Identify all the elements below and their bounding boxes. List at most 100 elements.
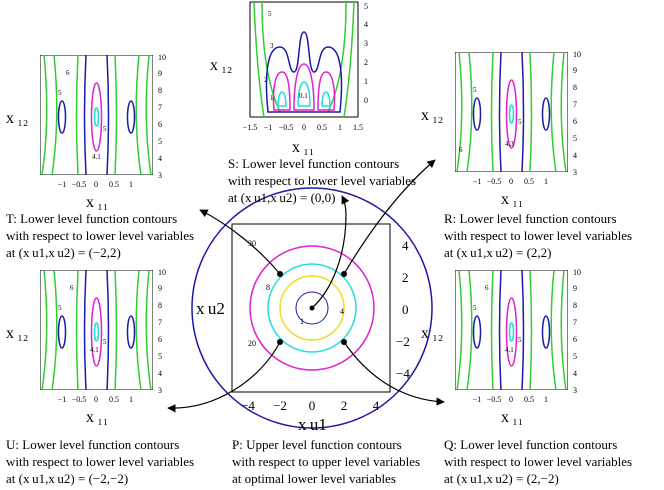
panel-r: 5 6 4.3 5 −1 −0.5 0 0.5 1 3 4 5 6 7 8 9 … — [421, 50, 581, 208]
x-axis-label: x ₁₁ — [292, 139, 314, 156]
y-tick-label: 10 — [573, 268, 581, 277]
panel-u: 5 6 4.1 5 −1 −0.5 0 0.5 1 3 4 5 6 7 8 9 … — [6, 268, 166, 426]
x-tick-label: −1 — [58, 180, 67, 189]
caption-line: with respect to lower level variables — [228, 173, 417, 188]
y-tick-label: 3 — [573, 168, 577, 177]
x-tick-label: 0.5 — [109, 395, 119, 404]
x-axis-label: x u1 — [298, 415, 327, 434]
panel-u-yticks: 3 4 5 6 7 8 9 10 — [158, 268, 166, 395]
caption-line: at (x u1,x u2) = (−2,−2) — [6, 471, 129, 486]
panel-s-yticks: 0 1 2 3 4 5 — [364, 2, 368, 105]
caption-line: at (x u1,x u2) = (−2,2) — [6, 245, 121, 260]
y-tick-label: 3 — [364, 39, 368, 48]
y-axis-label: x ₁₂ — [6, 325, 28, 342]
caption-line: at (x u1,x u2) = (0,0) — [228, 190, 336, 205]
x-tick-label: −2 — [273, 398, 287, 413]
panel-t-xticks: −1 −0.5 0 0.5 1 — [58, 180, 133, 189]
arrow-to-s — [311, 195, 350, 309]
panel-s-contours — [253, 1, 355, 118]
y-tick-label: −4 — [396, 366, 410, 381]
y-tick-label: 5 — [158, 352, 162, 361]
caption-line: with respect to lower level variables — [6, 454, 195, 469]
y-tick-label: 6 — [573, 117, 577, 126]
y-axis-label: x ₁₂ — [210, 57, 232, 74]
x-axis-label: x ₁₁ — [501, 191, 523, 208]
y-tick-label: 7 — [158, 318, 162, 327]
y-tick-label: 2 — [402, 270, 409, 285]
y-tick-label: 3 — [158, 386, 162, 395]
y-tick-label: 5 — [158, 137, 162, 146]
y-tick-label: 10 — [573, 50, 581, 59]
y-tick-label: 5 — [573, 134, 577, 143]
caption-line: with respect to lower level variables — [444, 454, 633, 469]
y-tick-label: 2 — [364, 58, 368, 67]
y-tick-label: 5 — [364, 2, 368, 11]
contour-label: 5 — [518, 336, 522, 344]
panel-p-xticks: −4 −2 0 2 4 — [241, 398, 380, 413]
panel-q-contour-labels: 5 6 4.1 5 — [473, 284, 522, 354]
contour-label: 5 — [268, 10, 272, 18]
caption-line: at (x u1,x u2) = (2,−2) — [444, 471, 559, 486]
y-tick-label: 7 — [573, 318, 577, 327]
x-tick-label: 0 — [509, 395, 513, 404]
x-tick-label: −4 — [241, 398, 255, 413]
y-tick-label: 4 — [402, 238, 409, 253]
contour-label: 1 — [270, 94, 274, 102]
contour-label: 5 — [473, 86, 477, 94]
caption-line: with respect to lower level variables — [444, 228, 633, 243]
y-tick-label: 7 — [158, 103, 162, 112]
panel-u-xticks: −1 −0.5 0 0.5 1 — [58, 395, 133, 404]
x-tick-label: −1 — [473, 177, 482, 186]
panel-r-yticks: 3 4 5 6 7 8 9 10 — [573, 50, 581, 177]
panel-s-contour-labels: 5 3 2 1 0.1 — [264, 10, 308, 102]
x-axis-label: x ₁₁ — [501, 409, 523, 426]
y-tick-label: 9 — [158, 284, 162, 293]
y-tick-label: 0 — [402, 302, 409, 317]
caption-line: P: Upper level function contours — [232, 437, 402, 452]
y-axis-label: x u2 — [196, 299, 225, 318]
panel-q: 5 6 4.1 5 −1 −0.5 0 0.5 1 3 4 5 6 7 8 9 … — [421, 268, 581, 426]
panel-s-frame — [249, 1, 359, 118]
panel-p-contour-labels: 30 20 8 4 1 — [248, 239, 344, 348]
arrow-to-u — [167, 341, 281, 413]
contour-label: 4.1 — [505, 346, 514, 354]
y-tick-label: 10 — [158, 268, 166, 277]
y-tick-label: 3 — [573, 386, 577, 395]
contour-label: 20 — [248, 339, 256, 348]
caption-line: S: Lower level function contours — [228, 156, 400, 171]
x-tick-label: 1 — [129, 180, 133, 189]
x-tick-label: −0.5 — [487, 395, 502, 404]
x-tick-label: 0 — [309, 398, 316, 413]
y-tick-label: 4 — [573, 369, 577, 378]
caption-line: at (x u1,x u2) = (2,2) — [444, 245, 552, 260]
contour-label: 4.3 — [505, 140, 514, 148]
caption-line: R: Lower level function contours — [444, 211, 617, 226]
caption-line: U: Lower level function contours — [6, 437, 180, 452]
caption-q: Q: Lower level function contours with re… — [444, 436, 632, 487]
y-tick-label: 8 — [573, 83, 577, 92]
x-tick-label: −1 — [58, 395, 67, 404]
contour-label: 30 — [248, 239, 256, 248]
y-axis-label: x ₁₂ — [6, 110, 28, 127]
contour-label: 1 — [300, 317, 304, 326]
x-tick-label: −0.5 — [487, 177, 502, 186]
y-tick-label: 8 — [573, 301, 577, 310]
y-tick-label: 4 — [364, 20, 368, 29]
y-axis-label: x ₁₂ — [421, 107, 443, 124]
contour-label: 5 — [103, 338, 107, 346]
x-tick-label: −0.5 — [72, 395, 87, 404]
contour-label: 5 — [103, 125, 107, 133]
contour-label: 6 — [70, 284, 74, 292]
x-tick-label: 0 — [94, 395, 98, 404]
x-tick-label: 0 — [302, 123, 306, 132]
y-tick-label: 3 — [158, 171, 162, 180]
x-tick-label: −1 — [264, 123, 273, 132]
caption-line: with respect to upper level variables — [232, 454, 421, 469]
y-tick-label: 6 — [573, 335, 577, 344]
y-tick-label: −2 — [396, 334, 410, 349]
y-tick-label: 4 — [158, 154, 162, 163]
panel-p-yticks: −4 −2 0 2 4 — [396, 238, 410, 381]
contour-label: 6 — [66, 69, 70, 77]
panel-p: 30 20 8 4 1 −4 −2 0 2 4 −4 −2 0 2 4 x u1… — [191, 187, 433, 434]
panel-u-contour-labels: 5 6 4.1 5 — [58, 284, 107, 354]
